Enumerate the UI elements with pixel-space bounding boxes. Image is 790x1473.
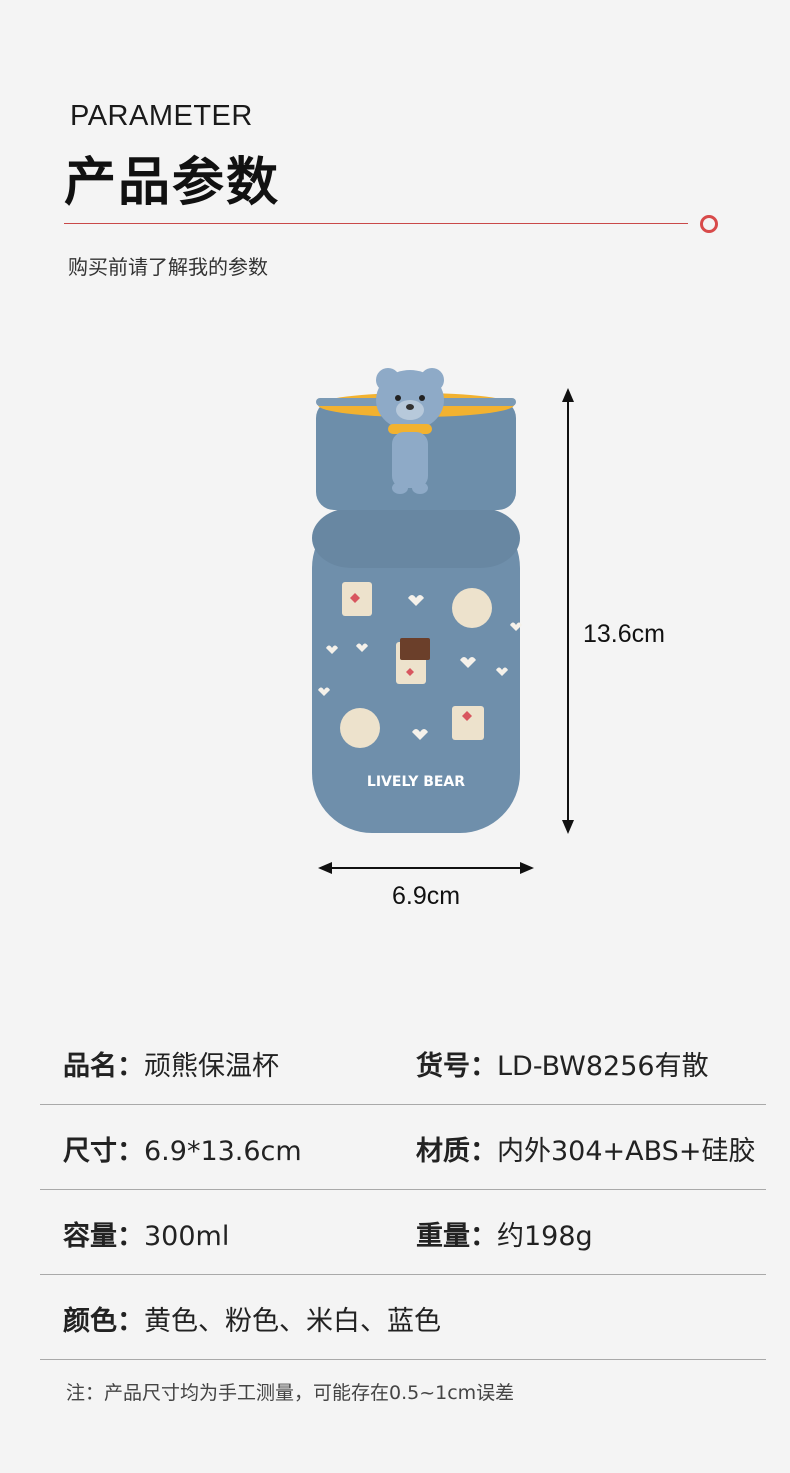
param-name: 品名：顽熊保温杯 bbox=[63, 1051, 279, 1082]
param-weight: 重量：约198g bbox=[416, 1221, 593, 1252]
param-material: 材质：内外304+ABS+硅胶 bbox=[416, 1136, 756, 1167]
english-title: PARAMETER bbox=[70, 100, 253, 132]
divider-dot-icon bbox=[700, 215, 718, 233]
height-label: 13.6cm bbox=[583, 620, 665, 648]
bear-figure-icon bbox=[376, 368, 444, 494]
param-size: 尺寸：6.9*13.6cm bbox=[63, 1136, 302, 1167]
table-row: 尺寸：6.9*13.6cm 材质：内外304+ABS+硅胶 bbox=[40, 1105, 766, 1190]
table-row: 容量：300ml 重量：约198g bbox=[40, 1190, 766, 1275]
subtitle: 购买前请了解我的参数 bbox=[68, 255, 268, 279]
bottle-brand-text: LIVELY BEAR bbox=[367, 774, 465, 790]
table-row: 品名：顽熊保温杯 货号：LD-BW8256有散 bbox=[40, 1020, 766, 1105]
title-divider bbox=[64, 223, 688, 224]
table-row: 颜色：黄色、粉色、米白、蓝色 bbox=[40, 1275, 766, 1360]
width-label: 6.9cm bbox=[392, 882, 461, 910]
param-item-number: 货号：LD-BW8256有散 bbox=[416, 1051, 709, 1082]
footnote: 注：产品尺寸均为手工测量，可能存在0.5~1cm误差 bbox=[66, 1382, 515, 1404]
parameter-table: 品名：顽熊保温杯 货号：LD-BW8256有散 尺寸：6.9*13.6cm 材质… bbox=[40, 1020, 766, 1360]
bottle-pattern bbox=[318, 582, 522, 748]
product-image: LIVELY BEAR bbox=[312, 368, 522, 833]
param-colors: 颜色：黄色、粉色、米白、蓝色 bbox=[63, 1306, 441, 1337]
height-arrow bbox=[562, 388, 574, 834]
width-arrow bbox=[318, 862, 534, 874]
param-capacity: 容量：300ml bbox=[63, 1221, 230, 1252]
page-title: 产品参数 bbox=[64, 153, 281, 213]
